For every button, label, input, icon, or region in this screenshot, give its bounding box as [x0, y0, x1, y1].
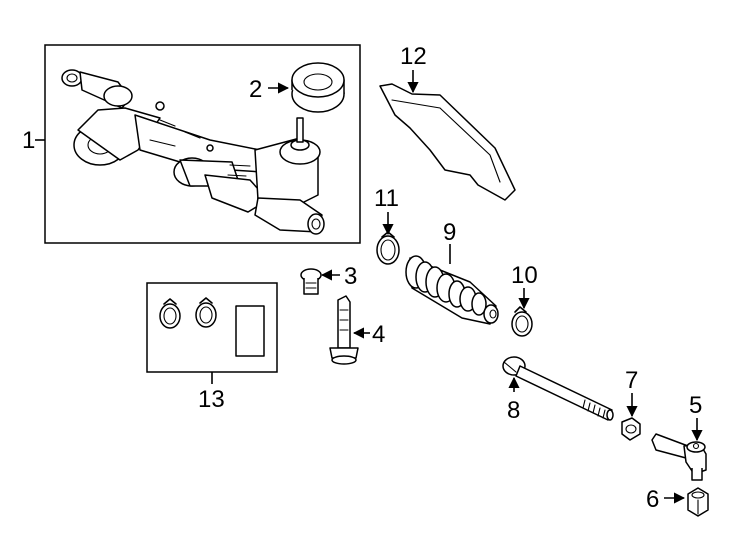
callout-4: 4 — [372, 321, 385, 348]
callout-2: 2 — [249, 76, 262, 103]
boot-clamp-outer — [511, 306, 533, 337]
callout-6: 6 — [646, 486, 659, 513]
rack-bellows-boot — [405, 255, 499, 325]
mounting-bolt-long — [329, 295, 359, 365]
outer-tie-rod-end — [651, 433, 707, 481]
callout-9: 9 — [443, 219, 456, 246]
callout-5: 5 — [689, 392, 702, 419]
pinion-seal — [291, 62, 345, 113]
callout-8: 8 — [507, 397, 520, 424]
boot-clamp-inner — [376, 231, 400, 265]
mounting-bolt-small — [300, 268, 322, 295]
repair-kit-contents — [159, 297, 265, 357]
heat-shield — [379, 83, 516, 201]
steering-gear-assembly — [61, 69, 325, 235]
tie-rod-jam-nut — [621, 417, 641, 441]
callout-1: 1 — [22, 127, 35, 154]
gear-assembly-frame — [44, 44, 361, 244]
callout-11: 11 — [374, 185, 399, 212]
callout-7: 7 — [625, 367, 638, 394]
callout-12: 12 — [400, 43, 427, 70]
callout-13: 13 — [198, 386, 225, 413]
callout-3: 3 — [344, 263, 357, 290]
callout-10: 10 — [511, 262, 538, 289]
tie-rod-end-nut — [687, 487, 709, 517]
inner-tie-rod — [502, 356, 614, 421]
